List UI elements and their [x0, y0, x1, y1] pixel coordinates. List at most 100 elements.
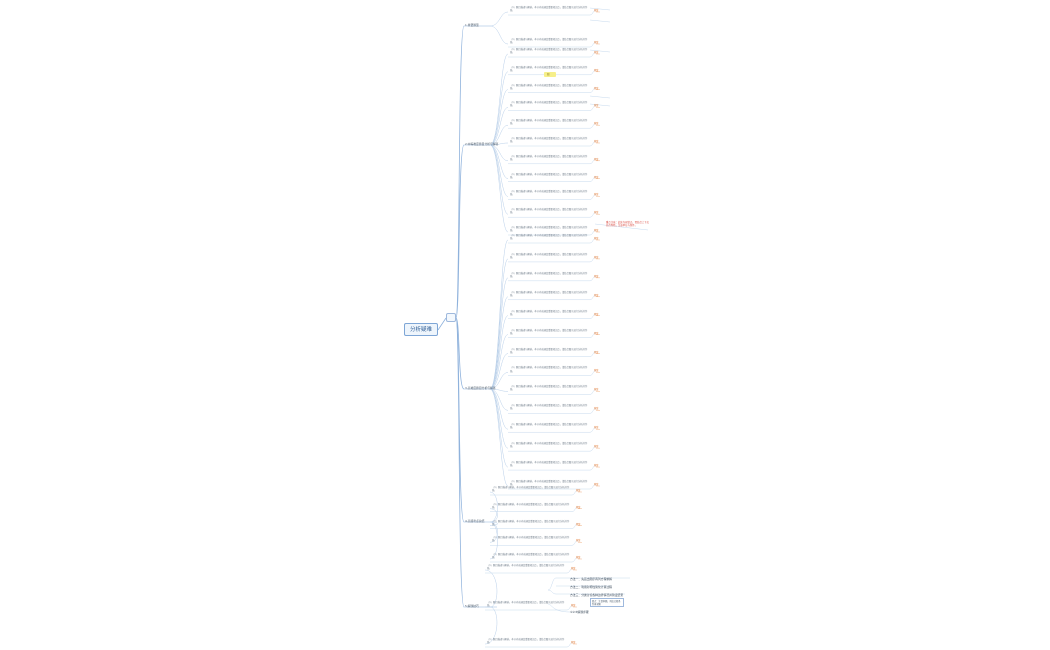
question-node[interactable]: （1）题目描述与解析，本节内容涵盖重要知识点，请结合图示进行分析并作答。 — [487, 564, 565, 571]
answer-leaf[interactable]: 答案 — [571, 604, 576, 607]
answer-leaf[interactable]: 答案 — [594, 483, 599, 486]
question-node[interactable]: （1）题目描述与解析，本节内容涵盖重要知识点，请结合图示进行分析并作答。 — [510, 290, 588, 297]
answer-leaf[interactable]: 答案 — [594, 140, 599, 143]
leaf-connector — [571, 540, 579, 546]
question-node[interactable]: （1）题目描述与解析，本节内容涵盖重要知识点，请结合图示进行分析并作答。 — [487, 638, 565, 645]
tip-label-1[interactable]: 方法一：先画出图示再列方程求解 — [570, 577, 612, 581]
question-connector — [489, 11, 509, 27]
answer-leaf[interactable]: 答案 — [594, 312, 599, 316]
question-node[interactable]: （1）题目描述与解析，本节内容涵盖重要知识点，请结合图示进行分析并作答。 — [487, 601, 565, 608]
leaf-connector — [589, 140, 597, 147]
question-node[interactable]: （1）题目描述与解析，本节内容涵盖重要知识点，请结合图示进行分析并作答。 — [510, 65, 588, 72]
question-connector — [489, 71, 509, 146]
answer-leaf[interactable]: 答案 — [594, 175, 599, 179]
question-node[interactable]: （1）题目描述与解析，本节内容涵盖重要知识点，请结合图示进行分析并作答。 — [492, 486, 570, 493]
leaf-connector — [589, 389, 597, 395]
answer-leaf[interactable]: 答案 — [594, 104, 599, 108]
leaf-connector — [589, 408, 597, 414]
answer-leaf[interactable]: 答案 — [594, 41, 599, 44]
question-node[interactable]: （1）题目描述与解析，本节内容涵盖重要知识点，请结合图示进行分析并作答。 — [510, 226, 588, 233]
answer-leaf[interactable]: 答案 — [594, 445, 599, 449]
question-node[interactable]: （1）题目描述与解析，本节内容涵盖重要知识点，请结合图示进行分析并作答。 — [492, 519, 570, 526]
question-node[interactable]: （1）题目描述与解析，本节内容涵盖重要知识点，请结合图示进行分析并作答。 — [510, 208, 588, 215]
answer-leaf[interactable]: 答案 — [594, 464, 599, 468]
question-node[interactable]: （1）题目描述与解析，本节内容涵盖重要知识点，请结合图示进行分析并作答。 — [510, 461, 588, 468]
answer-leaf[interactable]: 答案 — [594, 9, 599, 12]
steps-label[interactable]: ①②③解题步骤 — [570, 610, 589, 614]
question-node[interactable]: （1）题目描述与解析，本节内容涵盖重要知识点，请结合图示进行分析并作答。 — [510, 137, 588, 144]
leaf-connector — [589, 237, 597, 244]
leaf-connector — [571, 506, 579, 512]
question-connector — [489, 508, 498, 523]
answer-leaf[interactable]: 答案 — [594, 350, 599, 354]
question-node[interactable]: （1）题目描述与解析，本节内容涵盖重要知识点，请结合图示进行分析并作答。 — [492, 553, 570, 560]
question-node[interactable]: （1）题目描述与解析，本节内容涵盖重要知识点，请结合图示进行分析并作答。 — [510, 190, 588, 197]
answer-leaf[interactable]: 答案 — [594, 274, 599, 278]
tip-label-3[interactable]: 方法三：分类讨论各种边界情况并验证结果 — [570, 593, 624, 597]
question-node[interactable]: （1）题目描述与解析，本节内容涵盖重要知识点，请结合图示进行分析并作答。 — [510, 6, 588, 13]
answer-leaf[interactable]: 答案 — [594, 331, 599, 335]
leaf-connector — [566, 567, 574, 574]
question-node[interactable]: （1）题目描述与解析，本节内容涵盖重要知识点，请结合图示进行分析并作答。 — [510, 347, 588, 354]
answer-leaf[interactable]: 答案 — [594, 407, 599, 411]
answer-leaf[interactable]: 答案 — [576, 556, 581, 559]
answer-leaf[interactable]: 答案 — [594, 426, 599, 430]
answer-leaf[interactable]: 答案 — [576, 505, 581, 509]
answer-leaf[interactable]: 答案 — [594, 388, 599, 392]
answer-leaf[interactable]: 答案 — [576, 522, 581, 526]
answer-leaf[interactable]: 答案 — [594, 68, 599, 72]
root-topic[interactable]: 分析疑难 — [404, 323, 438, 336]
answer-leaf[interactable]: 答案 — [571, 641, 576, 644]
answer-leaf[interactable]: 答案 — [594, 237, 599, 240]
answer-leaf[interactable]: 答案 — [594, 157, 599, 161]
question-node[interactable]: （1）题目描述与解析，本节内容涵盖重要知识点，请结合图示进行分析并作答。 — [510, 101, 588, 108]
question-node[interactable]: （1）题目描述与解析，本节内容涵盖重要知识点，请结合图示进行分析并作答。 — [510, 38, 588, 45]
question-node[interactable]: （1）题目描述与解析，本节内容涵盖重要知识点，请结合图示进行分析并作答。 — [510, 172, 588, 179]
question-node[interactable]: （1）题目描述与解析，本节内容涵盖重要知识点，请结合图示进行分析并作答。 — [510, 154, 588, 161]
leaf-connector — [589, 69, 597, 75]
question-node[interactable]: （1）题目描述与解析，本节内容涵盖重要知识点，请结合图示进行分析并作答。 — [510, 252, 588, 260]
branch-label-2[interactable]: 2.中等难度题目分析与解答 — [465, 142, 499, 146]
answer-leaf[interactable]: 答案 — [594, 86, 599, 90]
question-node[interactable]: （1）题目描述与解析，本节内容涵盖重要知识点，请结合图示进行分析并作答。 — [510, 83, 588, 90]
question-node[interactable]: （1）题目描述与解析，本节内容涵盖重要知识点，请结合图示进行分析并作答。 — [510, 271, 588, 278]
question-node[interactable]: （1）题目描述与解析，本节内容涵盖重要知识点，请结合图示进行分析并作答。 — [510, 366, 588, 373]
question-connector — [489, 277, 509, 390]
answer-leaf[interactable]: 答案 — [571, 567, 576, 570]
key-point-box[interactable]: 要点：注意审题，列出已知条件再求解 — [590, 598, 624, 607]
answer-leaf[interactable]: 答案 — [594, 122, 599, 126]
question-connector — [489, 89, 509, 146]
question-connector — [489, 144, 509, 197]
question-node[interactable]: （1）题目描述与解析，本节内容涵盖重要知识点，请结合图示进行分析并作答。 — [492, 536, 570, 543]
answer-leaf[interactable]: 答案 — [576, 489, 581, 492]
extension-line — [589, 19, 611, 23]
answer-leaf[interactable]: 答案 — [594, 255, 599, 259]
branch-label-1[interactable]: 1.重要题型 — [465, 23, 479, 27]
branch-label-4[interactable]: 4.高频考点总结 — [465, 519, 485, 523]
question-connector — [489, 142, 509, 146]
question-node[interactable]: （1）题目描述与解析，本节内容涵盖重要知识点，请结合图示进行分析并作答。 — [510, 442, 588, 449]
answer-leaf[interactable]: 答案 — [594, 229, 599, 232]
question-node[interactable]: （1）题目描述与解析，本节内容涵盖重要知识点，请结合图示进行分析并作答。 — [510, 404, 588, 411]
answer-leaf[interactable]: 答案 — [594, 193, 599, 197]
central-hub-node[interactable] — [446, 313, 456, 322]
question-node[interactable]: （1）题目描述与解析，本节内容涵盖重要知识点，请结合图示进行分析并作答。 — [510, 48, 588, 55]
branch-label-3[interactable]: 3.高难度题目分析与解答 — [465, 386, 496, 390]
question-connector — [489, 315, 509, 390]
question-node[interactable]: （1）题目描述与解析，本节内容涵盖重要知识点，请结合图示进行分析并作答。 — [510, 234, 588, 241]
answer-leaf[interactable]: 答案 — [594, 51, 599, 54]
question-node[interactable]: （1）题目描述与解析，本节内容涵盖重要知识点，请结合图示进行分析并作答。 — [492, 502, 570, 509]
answer-leaf[interactable]: 答案 — [594, 211, 599, 215]
tip-label-2[interactable]: 方法二：利用对称性简化计算过程 — [570, 585, 612, 589]
question-node[interactable]: （1）题目描述与解析，本节内容涵盖重要知识点，请结合图示进行分析并作答。 — [510, 328, 588, 335]
question-node[interactable]: （1）题目描述与解析，本节内容涵盖重要知识点，请结合图示进行分析并作答。 — [510, 119, 588, 126]
question-connector — [489, 372, 509, 390]
answer-leaf[interactable]: 答案 — [594, 293, 599, 297]
question-node[interactable]: （1）题目描述与解析，本节内容涵盖重要知识点，请结合图示进行分析并作答。 — [510, 423, 588, 430]
question-node[interactable]: （1）题目描述与解析，本节内容涵盖重要知识点，请结合图示进行分析并作答。 — [510, 385, 588, 392]
branch-label-5[interactable]: 5.解题技巧 — [465, 604, 479, 608]
answer-leaf[interactable]: 答案 — [594, 369, 599, 373]
answer-leaf[interactable]: 答案 — [576, 539, 581, 543]
question-node[interactable]: （1）题目描述与解析，本节内容涵盖重要知识点，请结合图示进行分析并作答。 — [510, 309, 588, 316]
question-node[interactable]: （1）题目描述与解析，本节内容涵盖重要知识点，请结合图示进行分析并作答。 — [510, 480, 588, 487]
